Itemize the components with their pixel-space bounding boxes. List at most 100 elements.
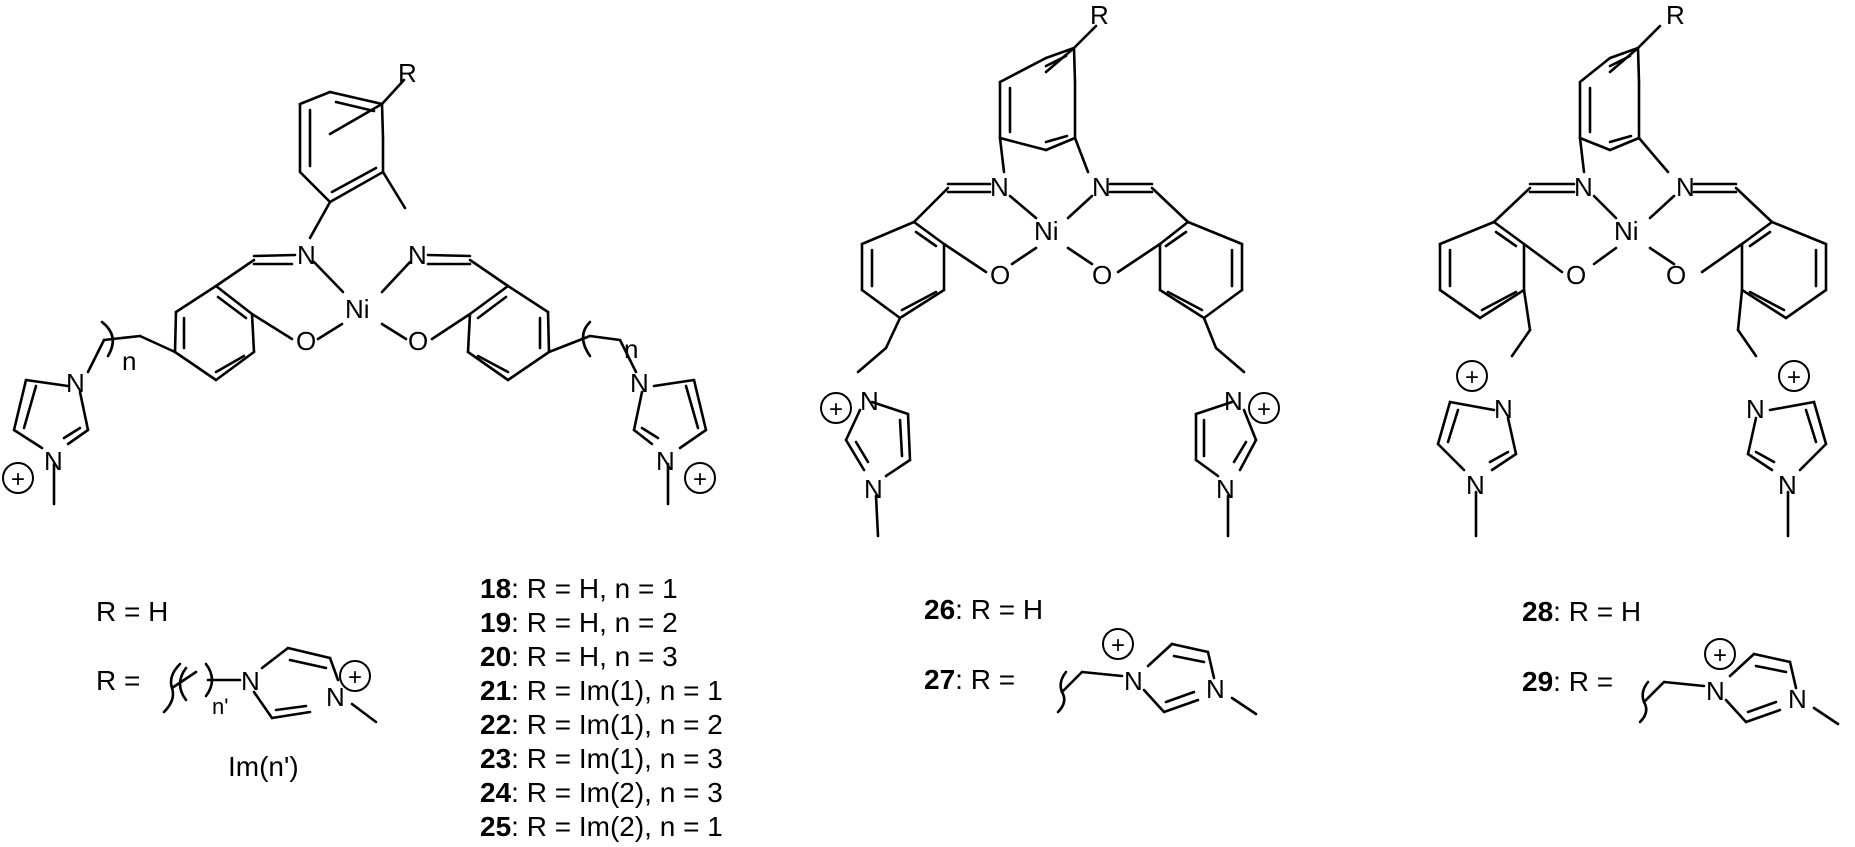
atom-n-imid-right-2: N: [1466, 470, 1485, 500]
atom-o-left-1: O: [296, 326, 316, 356]
imidazolium-right-b: [1746, 400, 1828, 538]
compound-26-label: 26: R = H: [924, 594, 1044, 625]
atom-n-27-1: N: [1124, 666, 1143, 696]
compound-row-20: 20: R = H, n = 3: [480, 640, 678, 674]
compound-definition: : R = Im(1), n = 1: [511, 675, 723, 706]
atom-ni-middle: Ni: [1034, 216, 1059, 246]
svg-text:+: +: [348, 664, 362, 691]
atom-n-left-2: N: [408, 240, 427, 270]
compound-definition: : R = Im(1), n = 3: [511, 743, 723, 774]
imine-ni-core-left: [252, 170, 472, 341]
n-count-right: n: [624, 334, 638, 364]
atom-n-middle-1: N: [990, 172, 1009, 202]
imidazolium-right-a: [1436, 400, 1518, 538]
phenoxide-ring-middle-a: [860, 186, 988, 320]
compound-number: 18: [480, 573, 512, 604]
linker-left: [86, 320, 177, 374]
imidazolium-left-complex-b: [632, 378, 708, 506]
atom-o-left-2: O: [408, 326, 428, 356]
atom-n-im-prime-1: N: [241, 666, 260, 696]
svg-text:+: +: [1257, 396, 1271, 423]
atom-o-right-2: O: [1666, 260, 1686, 290]
imine-ni-core-middle: [946, 136, 1154, 266]
compound-row-23: 23: R = Im(1), n = 3: [480, 742, 723, 776]
atom-o-middle-1: O: [990, 260, 1010, 290]
compound-definition: : R = H, n = 2: [511, 607, 678, 638]
compound-number: 21: [480, 675, 512, 706]
atom-n-imid-left-3: N: [630, 368, 649, 398]
atom-n-imid-middle-4: N: [1216, 474, 1235, 504]
charge-plus-right-a: +: [1456, 360, 1488, 392]
compound-number: 25: [480, 811, 512, 842]
atom-n-imid-left-2: N: [44, 446, 63, 476]
complex-26-27: R N N Ni O O: [820, 0, 1280, 538]
phenylene-ring-middle: [998, 24, 1098, 152]
phenoxide-ring-left-b: [430, 258, 551, 382]
atom-o-right-1: O: [1566, 260, 1586, 290]
svg-text:+: +: [1787, 364, 1801, 391]
compound-definition: : R = H, n = 1: [511, 573, 678, 604]
atom-n-imid-right-4: N: [1778, 470, 1797, 500]
atom-n-29-2: N: [1788, 684, 1807, 714]
complex-18-25: R N N Ni O O: [2, 58, 716, 506]
atom-n-right-1: N: [1574, 172, 1593, 202]
atom-n-im-prime-2: N: [326, 682, 345, 712]
charge-plus-27: +: [1102, 628, 1134, 660]
charge-plus-left-complex-b: +: [684, 462, 716, 494]
imidazolium-middle-a: [844, 400, 912, 538]
phenoxide-ring-left-a: [173, 258, 294, 382]
compound-row-25: 25: R = Im(2), n = 1: [480, 810, 723, 844]
charge-plus-29: +: [1704, 638, 1736, 670]
phenoxide-ring-right-a: [1438, 186, 1564, 320]
imidazolium-left-complex-a: [12, 378, 90, 506]
phenylene-ring-right: [1578, 24, 1662, 152]
imidazolium-middle-b: [1194, 400, 1258, 538]
phenoxide-ring-middle-b: [1116, 186, 1244, 320]
atom-n-right-2: N: [1676, 172, 1695, 202]
compound-27-label: 27: R =: [924, 664, 1016, 695]
compound-number: 22: [480, 709, 512, 740]
compound-definition: : R = H, n = 3: [511, 641, 678, 672]
atom-n-imid-right-1: N: [1494, 394, 1513, 424]
atom-n-imid-right-3: N: [1746, 394, 1765, 424]
compound-number: 24: [480, 777, 512, 808]
r-im-prefix: R =: [96, 665, 141, 696]
substituent-im-27: [1056, 642, 1258, 716]
compound-row-22: 22: R = Im(1), n = 2: [480, 708, 723, 742]
n-count-left: n: [122, 346, 136, 376]
imine-ni-core-right: [1528, 136, 1738, 266]
charge-plus-middle-b: +: [1248, 392, 1280, 424]
im-n-prime-label: Im(n'): [228, 751, 299, 782]
compound-definition: : R = Im(2), n = 3: [511, 777, 723, 808]
atom-r-left: R: [398, 58, 417, 88]
atom-n-imid-left-4: N: [656, 446, 675, 476]
compound-definition: : R = Im(1), n = 2: [511, 709, 723, 740]
atom-o-middle-2: O: [1092, 260, 1112, 290]
substituent-im-n-prime: [162, 646, 378, 724]
svg-text:+: +: [1713, 642, 1727, 669]
atom-n-imid-middle-2: N: [864, 474, 883, 504]
atom-n-left-1: N: [297, 240, 316, 270]
compound-row-24: 24: R = Im(2), n = 3: [480, 776, 723, 810]
compound-row-19: 19: R = H, n = 2: [480, 606, 678, 640]
compound-row-21: 21: R = Im(1), n = 1: [480, 674, 723, 708]
phenoxide-ring-right-b: [1700, 186, 1828, 320]
compound-row-18: 18: R = H, n = 1: [480, 572, 678, 606]
compound-number: 19: [480, 607, 512, 638]
compound-29-label: 29: R =: [1522, 666, 1614, 697]
charge-plus-middle-a: +: [820, 392, 852, 424]
svg-text:+: +: [829, 396, 843, 423]
svg-text:+: +: [1111, 632, 1125, 659]
complex-28-29: R N N Ni O O: [1436, 0, 1828, 538]
svg-text:+: +: [1465, 364, 1479, 391]
atom-n-29-1: N: [1706, 676, 1725, 706]
charge-plus-im-prime: +: [339, 660, 371, 692]
phenylene-ring-left-complex: [298, 78, 406, 204]
atom-n-middle-2: N: [1092, 172, 1111, 202]
linker-right: [547, 320, 638, 374]
atom-n-27-2: N: [1206, 674, 1225, 704]
charge-plus-right-b: +: [1778, 360, 1810, 392]
substituent-im-29: [1638, 652, 1840, 726]
